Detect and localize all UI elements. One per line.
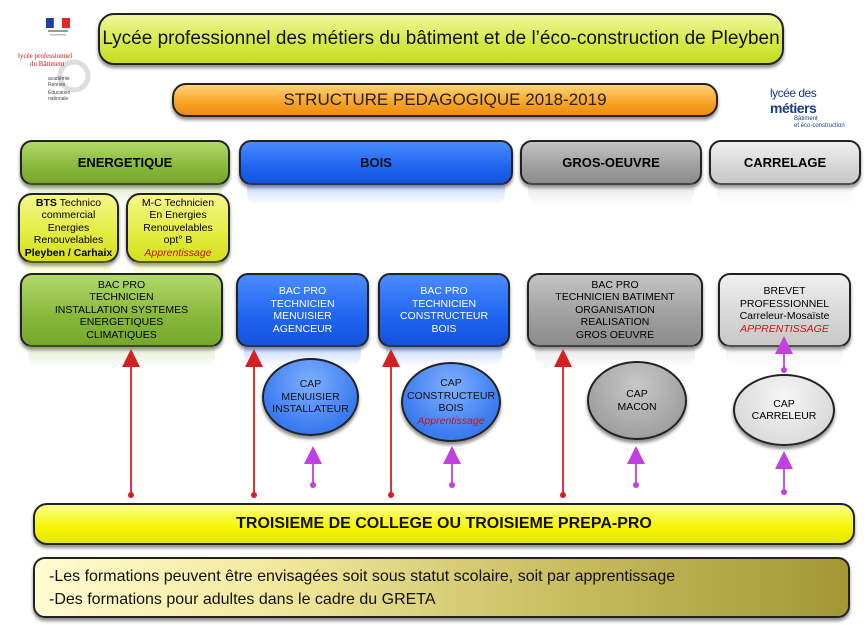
- arrow-origin-dot: [781, 489, 787, 495]
- column-carrelage-label: CARRELAGE: [743, 155, 827, 170]
- bac-energetique-line-2: TECHNICIEN: [89, 291, 154, 304]
- column-energetique-label: ENERGETIQUE: [77, 155, 173, 170]
- bts-line-3: Energies: [47, 221, 90, 234]
- bac-batiment-line-3: ORGANISATION: [575, 303, 655, 316]
- cap-constructeur-line-1: CAP: [440, 377, 462, 389]
- bac-batiment-line-5: GROS OEUVRE: [575, 328, 655, 341]
- notes-box: -Les formations peuvent être envisagées …: [33, 557, 850, 618]
- cap-carreleur-line-2: CARRELEUR: [751, 410, 817, 422]
- cap-carreleur: CAP CARRELEUR: [733, 374, 835, 446]
- cap-constructeur-line-4: Apprentissage: [417, 414, 485, 427]
- mc-line-2: En Energies: [149, 209, 207, 222]
- cap-menuisier-line-3: INSTALLATEUR: [272, 403, 349, 416]
- column-gros-oeuvre-label: GROS-OEUVRE: [562, 155, 660, 170]
- mc-line-5: Apprentissage: [144, 246, 212, 259]
- brevet-line-3: Carreleur-Mosaïste: [739, 310, 830, 322]
- arrow-origin-dot: [449, 482, 455, 488]
- bac-menuisier-line-4: AGENCEUR: [272, 322, 333, 335]
- arrow-origin-dot: [388, 492, 394, 498]
- cap-constructeur-line-2: CONSTRUCTEUR: [406, 389, 496, 402]
- bac-constructeur-line-2: TECHNICIEN: [411, 297, 477, 310]
- bac-energetique-line-4: ENERGETIQUES: [79, 316, 164, 329]
- lycee-logo-left: lycée professionnel du Bâtiment académie…: [18, 16, 98, 106]
- college-entry-label: TROISIEME DE COLLEGE OU TROISIEME PREPA-…: [236, 515, 652, 532]
- cap-menuisier-line-2: MENUISIER: [281, 390, 340, 403]
- logo-left-text-2: du Bâtiment: [30, 60, 65, 68]
- arrow-origin-dot: [310, 482, 316, 488]
- cap-menuisier-line-1: CAP: [299, 378, 322, 391]
- bac-batiment-line-2: TECHNICIEN BATIMENT: [555, 291, 675, 304]
- bac-constructeur-line-4: BOIS: [431, 322, 457, 335]
- column-energetique: ENERGETIQUE: [20, 140, 230, 205]
- bac-constructeur-line-3: CONSTRUCTEUR: [399, 310, 489, 322]
- bac-pro-constructeur: BAC PRO TECHNICIEN CONSTRUCTEUR BOIS: [378, 273, 510, 367]
- bac-menuisier-line-3: MENUISIER: [273, 310, 332, 322]
- bts-technico-commercial: BTS Technico commercial Energies Renouve…: [18, 193, 119, 283]
- mc-line-1: M-C Technicien: [141, 196, 215, 209]
- mc-line-4: opt° B: [163, 234, 193, 247]
- cap-macon: CAP MACON: [587, 361, 687, 440]
- cap-macon-line-2: MACON: [617, 400, 657, 413]
- note-line-2: -Des formations pour adultes dans le cad…: [49, 590, 436, 608]
- column-bois-label: BOIS: [360, 155, 392, 170]
- bts-line-5: Pleyben / Carhaix: [24, 246, 113, 259]
- brevet-line-1: BREVET: [763, 285, 806, 297]
- bts-line-4: Renouvelables: [33, 234, 104, 247]
- cap-constructeur-line-3: BOIS: [438, 402, 464, 414]
- brevet-line-2: PROFESSIONNEL: [739, 297, 830, 310]
- bac-pro-energetique: BAC PRO TECHNICIEN INSTALLATION SYSTEMES…: [20, 273, 223, 367]
- bac-pro-batiment: BAC PRO TECHNICIEN BATIMENT ORGANISATION…: [527, 273, 703, 367]
- column-bois: BOIS: [239, 140, 513, 205]
- logo-left-text-6: nationale: [48, 96, 69, 102]
- column-carrelage: CARRELAGE: [709, 140, 861, 205]
- cap-constructeur: CAP CONSTRUCTEUR BOIS Apprentissage: [401, 362, 501, 442]
- structure-title-text: STRUCTURE PEDAGOGIQUE 2018-2019: [283, 90, 607, 109]
- bts-line-1: Technico: [56, 196, 102, 209]
- logo-left-text-3: académie: [48, 76, 70, 82]
- bts-line-2: commercial: [41, 209, 96, 222]
- bac-batiment-line-1: BAC PRO: [591, 278, 639, 291]
- arrow-origin-dot: [128, 492, 134, 498]
- arrow-origin-dot: [251, 492, 257, 498]
- column-gros-oeuvre: GROS-OEUVRE: [520, 140, 702, 205]
- note-line-1: -Les formations peuvent être envisagées …: [49, 567, 676, 585]
- cap-macon-line-1: CAP: [626, 388, 648, 400]
- bts-label: BTS: [35, 196, 57, 209]
- bac-energetique-line-1: BAC PRO: [97, 278, 146, 291]
- purple-arrows: [304, 336, 793, 495]
- bac-menuisier-line-1: BAC PRO: [278, 285, 327, 297]
- structure-title: STRUCTURE PEDAGOGIQUE 2018-2019: [172, 83, 718, 117]
- page-title: Lycée professionnel des métiers du bâtim…: [98, 13, 784, 65]
- college-entry-bar: TROISIEME DE COLLEGE OU TROISIEME PREPA-…: [33, 503, 855, 545]
- mc-line-3: Renouvelables: [143, 221, 213, 234]
- arrow-origin-dot: [633, 482, 639, 488]
- logo-left-text-5: Éducation: [48, 90, 71, 96]
- cap-carreleur-line-1: CAP: [773, 397, 795, 410]
- bac-energetique-line-5: CLIMATIQUES: [86, 328, 157, 341]
- logo-right-text-1: lycée des: [770, 86, 817, 100]
- logo-left-text-1: lycée professionnel: [18, 52, 73, 60]
- bac-constructeur-line-1: BAC PRO: [420, 285, 468, 297]
- arrow-origin-dot: [560, 492, 566, 498]
- logo-left-text-4: Rennes: [48, 82, 66, 88]
- bac-menuisier-line-2: TECHNICIEN: [270, 297, 335, 310]
- bac-pro-menuisier: BAC PRO TECHNICIEN MENUISIER AGENCEUR: [236, 273, 369, 367]
- arrow-origin-dot: [781, 367, 787, 373]
- logo-right-text-4: et éco-construction: [794, 123, 845, 129]
- brevet-line-4: APPRENTISSAGE: [740, 322, 829, 335]
- logo-right-text-3: Bâtiment: [794, 116, 818, 122]
- lycee-des-metiers-logo: lycée des métiers Bâtiment et éco-constr…: [770, 86, 860, 129]
- red-arrows: [122, 349, 572, 498]
- page-title-text: Lycée professionnel des métiers du bâtim…: [102, 28, 780, 49]
- logo-right-text-2: métiers: [770, 100, 817, 116]
- bac-batiment-line-4: REALISATION: [580, 316, 650, 329]
- republique-francaise-icon: [46, 17, 91, 93]
- bac-energetique-line-3: INSTALLATION SYSTEMES: [54, 303, 189, 316]
- cap-menuisier: CAP MENUISIER INSTALLATEUR: [262, 358, 359, 436]
